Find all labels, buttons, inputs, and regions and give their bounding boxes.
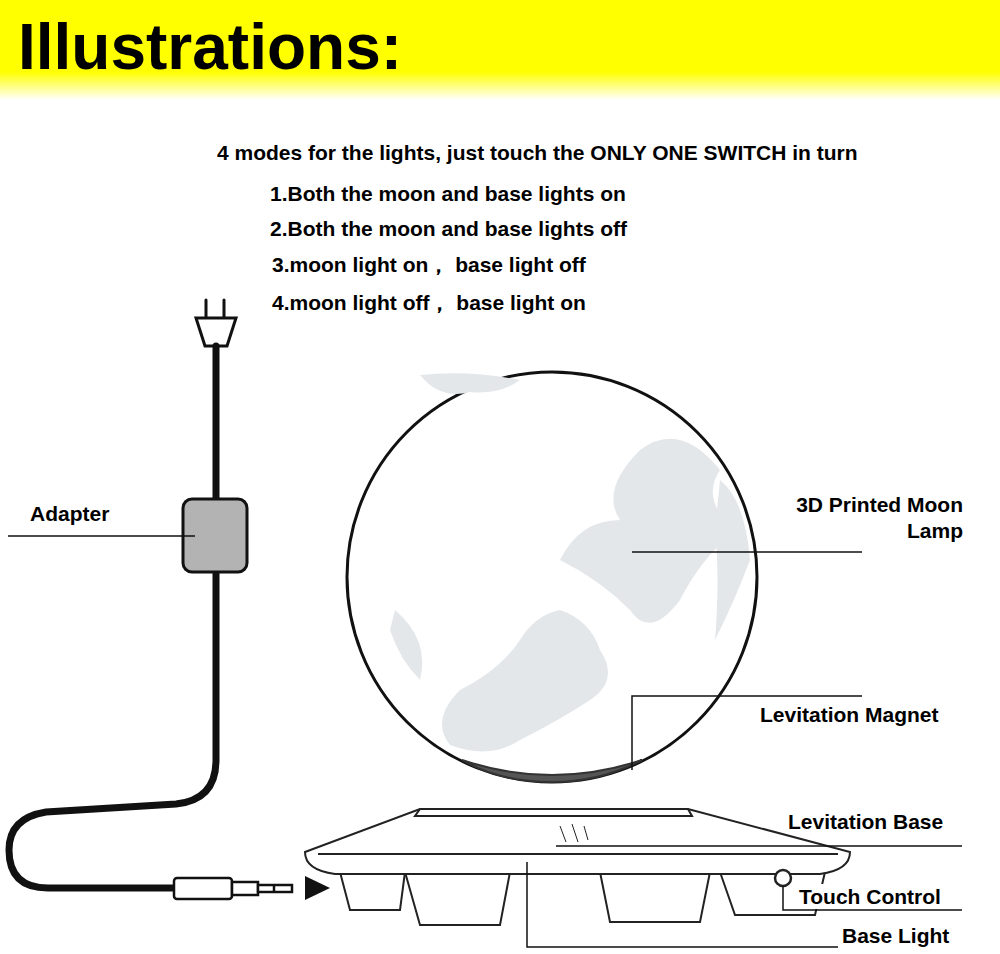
levitation-base bbox=[305, 809, 850, 925]
part-label: 3D Printed Moon Lamp bbox=[793, 492, 963, 544]
mode-text: 3.moon light on， base light off bbox=[270, 252, 588, 277]
instruction-text: 4 modes for the lights, just touch the O… bbox=[215, 140, 860, 165]
power-cord bbox=[9, 300, 236, 888]
insert-arrow bbox=[305, 876, 330, 900]
mode-text: 2.Both the moon and base lights off bbox=[268, 216, 629, 241]
part-label: Levitation Magnet bbox=[758, 702, 941, 727]
title-banner bbox=[0, 0, 1000, 100]
jack-plug bbox=[174, 878, 292, 899]
leader-lines bbox=[8, 536, 962, 947]
page-title: Illustrations: bbox=[18, 10, 402, 84]
part-label: Adapter bbox=[28, 501, 111, 526]
part-label: Touch Control bbox=[797, 884, 943, 909]
moon-lamp bbox=[347, 372, 757, 782]
levitation-magnet bbox=[462, 760, 642, 782]
mode-text: 1.Both the moon and base lights on bbox=[268, 181, 628, 206]
part-label: Base Light bbox=[840, 923, 951, 948]
mode-text: 4.moon light off， base light on bbox=[270, 290, 588, 315]
part-label: Levitation Base bbox=[786, 809, 945, 834]
